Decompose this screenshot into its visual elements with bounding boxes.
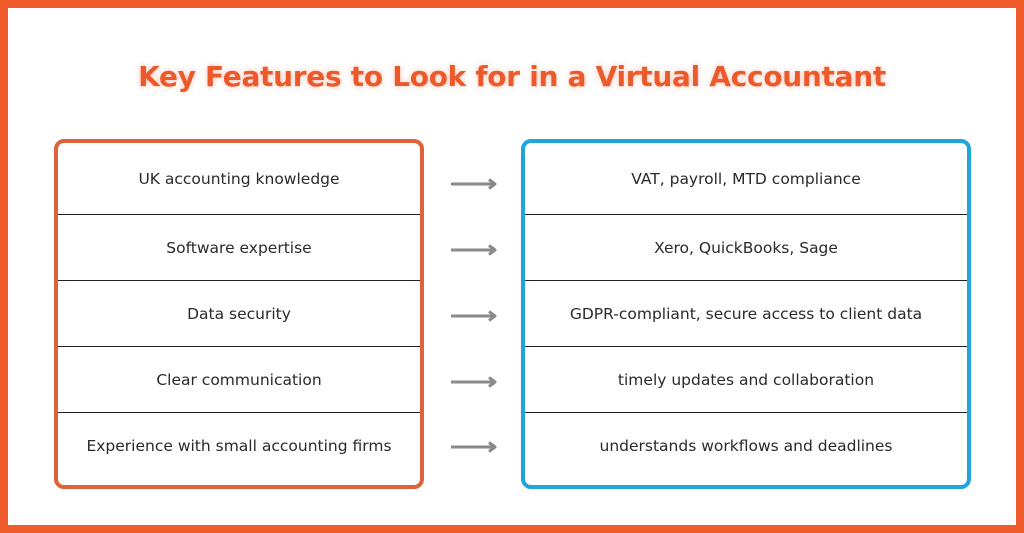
details-box: VAT, payroll, MTD compliance Xero, Quick… — [521, 139, 971, 489]
features-box: UK accounting knowledge Software experti… — [54, 139, 424, 489]
arrow-right-icon — [450, 175, 498, 190]
arrow-right-icon — [450, 438, 498, 453]
arrow-right-icon — [450, 307, 498, 322]
feature-item: Experience with small accounting firms — [86, 437, 392, 455]
feature-item: Clear communication — [58, 347, 420, 413]
page-title: Key Features to Look for in a Virtual Ac… — [138, 60, 886, 93]
detail-item: timely updates and collaboration — [525, 347, 967, 413]
feature-item: Data security — [58, 281, 420, 347]
detail-item: VAT, payroll, MTD compliance — [525, 143, 967, 215]
detail-item: GDPR-compliant, secure access to client … — [525, 281, 967, 347]
arrow-right-icon — [450, 241, 498, 256]
feature-item: UK accounting knowledge — [58, 143, 420, 215]
detail-item: understands workflows and deadlines — [599, 437, 893, 455]
detail-item: Xero, QuickBooks, Sage — [525, 215, 967, 281]
feature-item: Software expertise — [58, 215, 420, 281]
arrow-right-icon — [450, 373, 498, 388]
